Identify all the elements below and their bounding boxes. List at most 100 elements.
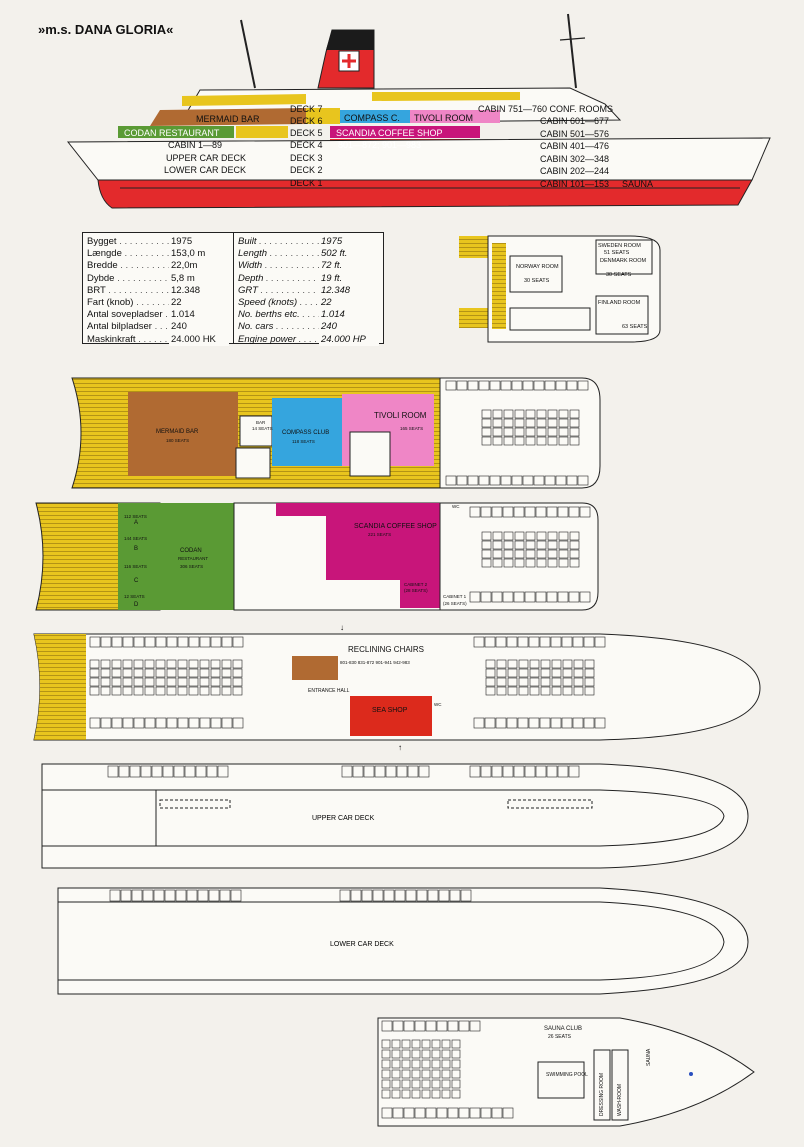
cabin-cell — [492, 540, 503, 550]
profile-right-5: CABIN 302—348 — [540, 154, 609, 164]
seats-d-label: 12 SEATS — [124, 594, 145, 599]
cabin-cell — [485, 677, 496, 687]
profile-tivoli-label: TIVOLI ROOM — [414, 113, 473, 123]
cabin-cell — [551, 677, 562, 687]
cabin-cell — [481, 549, 492, 559]
cabin-cell — [441, 1069, 451, 1079]
reclining-chairs-label: RECLINING CHAIRS — [348, 645, 424, 654]
cabin-cell — [411, 1069, 421, 1079]
cabin-cell — [133, 668, 144, 678]
cabin-cell — [485, 659, 496, 669]
cabin-cell — [502, 506, 514, 518]
cabin-cell — [546, 506, 558, 518]
cabin-cell — [518, 668, 529, 678]
cabin-cell — [206, 765, 218, 778]
cabin-cell — [579, 506, 591, 518]
cabin-cell — [562, 659, 573, 669]
cabin-cell — [210, 717, 222, 729]
cabin-cell — [480, 1107, 492, 1119]
cabin-cell — [232, 717, 244, 729]
norway-seats-label: 30 SEATS — [524, 278, 550, 284]
cabin-cell — [133, 677, 144, 687]
cabin-cell — [401, 1059, 411, 1069]
lower-car-deck-label: LOWER CAR DECK — [330, 941, 394, 948]
cabin-cell — [391, 1089, 401, 1099]
cabin-cell — [232, 659, 243, 669]
cabin-cell — [529, 686, 540, 696]
cabin-cell — [199, 636, 211, 648]
cabin-cell — [381, 1039, 391, 1049]
cabin-cell — [557, 765, 569, 778]
cabin-cell — [111, 677, 122, 687]
cabin-cell — [153, 889, 165, 902]
cabin-cell — [544, 380, 556, 391]
svg-text:↑: ↑ — [398, 743, 402, 752]
cabin-cell — [458, 1020, 470, 1032]
cabin-cell — [514, 558, 525, 568]
profile-scandia — [330, 126, 480, 138]
cabin-cell — [569, 549, 580, 559]
cabin-cell — [425, 1107, 437, 1119]
cabin-cell — [166, 668, 177, 678]
funnel-top — [326, 30, 374, 50]
cabin-cell — [522, 475, 534, 486]
cabin-cell — [481, 436, 492, 446]
cabin-cell — [536, 540, 547, 550]
cabin-cell — [188, 686, 199, 696]
profile-compass-label: COMPASS C. — [344, 113, 400, 123]
spec-row: No. berths etc.1.014 — [238, 309, 379, 322]
cabin-cell — [491, 1107, 503, 1119]
fore-mast — [567, 13, 577, 89]
spec-row: Bygget1975 — [87, 236, 229, 249]
cabin-cell — [557, 591, 569, 603]
cabin-cell — [381, 1049, 391, 1059]
cabin-cell — [100, 686, 111, 696]
codan-label: CODAN — [180, 548, 202, 554]
cabin-cell — [221, 686, 232, 696]
cabin-cell — [199, 717, 211, 729]
cabin-cell — [569, 409, 580, 419]
cabin-cell — [451, 1049, 461, 1059]
cabin-cell — [89, 659, 100, 669]
cabin-cell — [550, 636, 562, 648]
cabin-cell — [458, 1107, 470, 1119]
cabin-cell — [491, 591, 503, 603]
cabin-cell — [133, 636, 145, 648]
cabin-cell — [100, 659, 111, 669]
cabin-cell — [484, 636, 496, 648]
cabin-cell — [341, 765, 353, 778]
cabin-cell — [522, 380, 534, 391]
upper-car-deck-label: UPPER CAR DECK — [312, 815, 375, 822]
cabin-cell — [89, 717, 101, 729]
cabin-cell — [496, 686, 507, 696]
cabin-cell — [492, 427, 503, 437]
cabin-cell — [491, 506, 503, 518]
cabin-cell — [492, 531, 503, 541]
cabin-cell — [403, 1020, 415, 1032]
cabin-cell — [221, 677, 232, 687]
deck-7-outline — [487, 235, 661, 343]
cabin-cell — [155, 677, 166, 687]
cabin-cell — [144, 717, 156, 729]
deck-6-plan: MERMAID BAR 180 SEATS BAR 14 SEATS COMPA… — [71, 377, 601, 489]
cabin-cell — [524, 591, 536, 603]
cabin-cell — [536, 436, 547, 446]
spec-row: GRT12.348 — [238, 284, 379, 297]
cabin-cell — [551, 659, 562, 669]
spec-row: Width72 ft. — [238, 260, 379, 273]
cabin-cell — [107, 765, 119, 778]
cabin-cell — [503, 409, 514, 419]
cabin-cell — [525, 558, 536, 568]
cabin-cell — [469, 1107, 481, 1119]
cabin-cell — [535, 506, 547, 518]
cabin-cell — [503, 549, 514, 559]
mermaid-bar-area — [128, 392, 238, 476]
cabin-cell — [111, 659, 122, 669]
cabin-cell — [502, 591, 514, 603]
cabin-cell — [583, 636, 595, 648]
cabin-cell — [427, 889, 439, 902]
cabin-cell — [221, 636, 233, 648]
cabin-cell — [394, 889, 406, 902]
cabin-cell — [122, 677, 133, 687]
cabin-cell — [177, 717, 189, 729]
